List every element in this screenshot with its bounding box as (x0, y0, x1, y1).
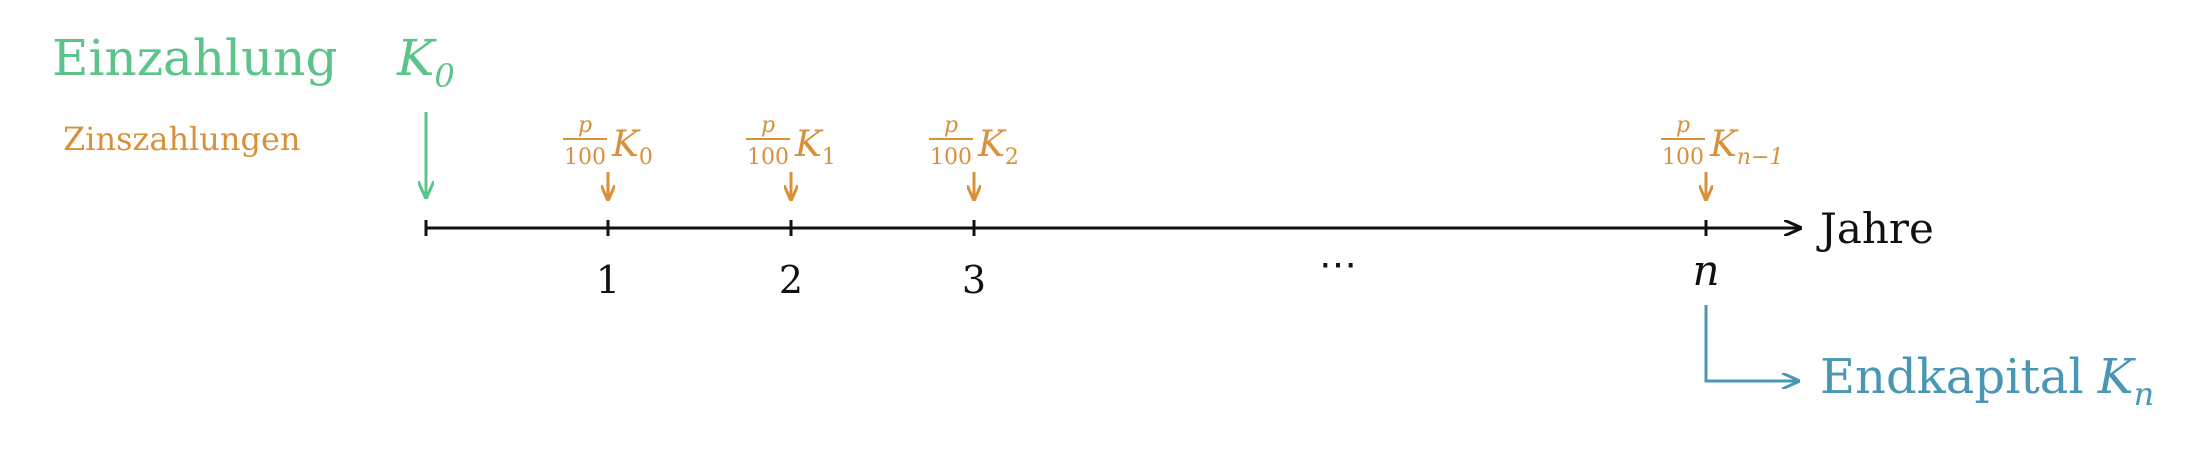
final-capital-arrow (1704, 305, 1798, 381)
interest-payment-3: p 100 Kn−1 (1661, 113, 1784, 199)
axis-ellipsis: ⋯ (1319, 242, 1357, 286)
deposit-symbol: K0 (396, 29, 455, 95)
interest-payment-2: p 100 K2 (929, 113, 1019, 199)
interest-payment-0: p 100 K0 (563, 113, 653, 199)
interest-symbol-1: K1 (794, 124, 836, 170)
interest-frac-bottom-1: 100 (747, 145, 789, 170)
interest-frac-bottom-0: 100 (564, 145, 606, 170)
interest-label: Zinszahlungen (63, 120, 301, 158)
deposit-label: Einzahlung (52, 29, 337, 87)
interest-symbol-3: Kn−1 (1709, 124, 1784, 170)
tick-label-2: 2 (779, 258, 803, 302)
tick-label-3: 3 (962, 258, 986, 302)
interest-frac-top-3: p (1676, 113, 1690, 138)
interest-frac-top-0: p (578, 113, 592, 138)
interest-frac-bottom-3: 100 (1662, 145, 1704, 170)
interest-symbol-2: K2 (977, 124, 1019, 170)
interest-symbol-0: K0 (611, 124, 653, 170)
tick-label-n: n (1692, 246, 1719, 295)
interest-frac-top-2: p (944, 113, 958, 138)
interest-payment-1: p 100 K1 (746, 113, 836, 199)
interest-frac-top-1: p (761, 113, 775, 138)
tick-label-1: 1 (596, 258, 620, 302)
axis-label: Jahre (1816, 204, 1934, 253)
interest-frac-bottom-2: 100 (930, 145, 972, 170)
